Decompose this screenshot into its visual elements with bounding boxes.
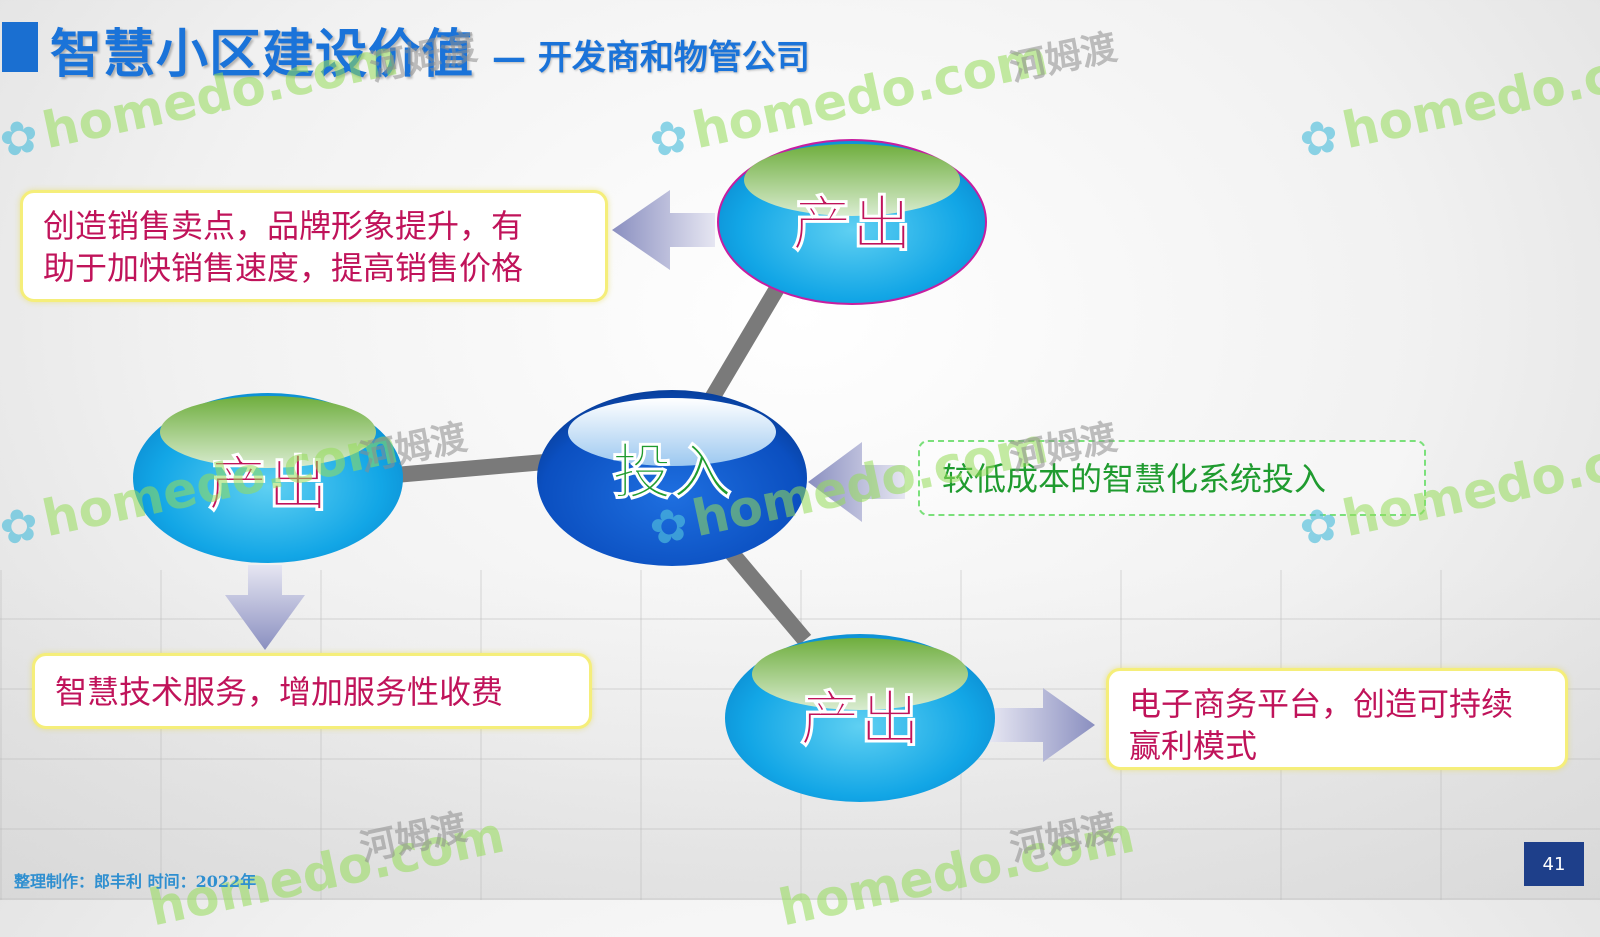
output-box-left: 智慧技术服务，增加服务性收费 — [32, 653, 592, 729]
arrow-right-icon — [990, 688, 1095, 762]
output-box-bottom-line2: 赢利模式 — [1129, 727, 1258, 765]
arrow-input-icon — [808, 442, 905, 522]
output-node-bottom-label: 产出 — [800, 685, 920, 755]
output-box-top-line2: 助于加快销售速度，提高销售价格 — [43, 249, 524, 287]
output-box-left-text: 智慧技术服务，增加服务性收费 — [55, 673, 504, 711]
center-node-label: 投入 — [612, 438, 732, 508]
connector-left — [394, 454, 546, 483]
output-box-top: 创造销售卖点，品牌形象提升，有 助于加快销售速度，提高销售价格 — [20, 190, 608, 302]
input-box: 较低成本的智慧化系统投入 — [918, 440, 1426, 516]
output-box-bottom-line1: 电子商务平台，创造可持续 — [1129, 685, 1514, 723]
title-accent-bar — [2, 22, 38, 72]
connector-bottom — [718, 539, 812, 646]
output-node-top-label: 产出 — [792, 190, 912, 260]
output-node-left-label: 产出 — [208, 450, 328, 520]
output-node-bottom: 产出 — [725, 634, 995, 802]
output-node-top: 产出 — [717, 139, 987, 305]
center-node: 投入 — [537, 390, 807, 566]
arrow-left-icon — [612, 190, 715, 270]
input-box-text: 较低成本的智慧化系统投入 — [942, 460, 1327, 498]
output-node-left: 产出 — [133, 393, 403, 563]
connector-top — [698, 270, 792, 415]
page-number: 41 — [1524, 842, 1584, 886]
output-box-top-line1: 创造销售卖点，品牌形象提升，有 — [43, 207, 524, 245]
footer-credit: 整理制作：郎丰利 时间：2022年 — [14, 872, 257, 891]
arrow-down-icon — [225, 565, 305, 650]
page-subtitle: — 开发商和物管公司 — [492, 38, 810, 78]
output-box-bottom: 电子商务平台，创造可持续 赢利模式 — [1106, 668, 1568, 770]
value-diagram: 产出 产出 产出 投入 — [133, 139, 1095, 802]
page-title: 智慧小区建设价值 — [50, 25, 475, 85]
